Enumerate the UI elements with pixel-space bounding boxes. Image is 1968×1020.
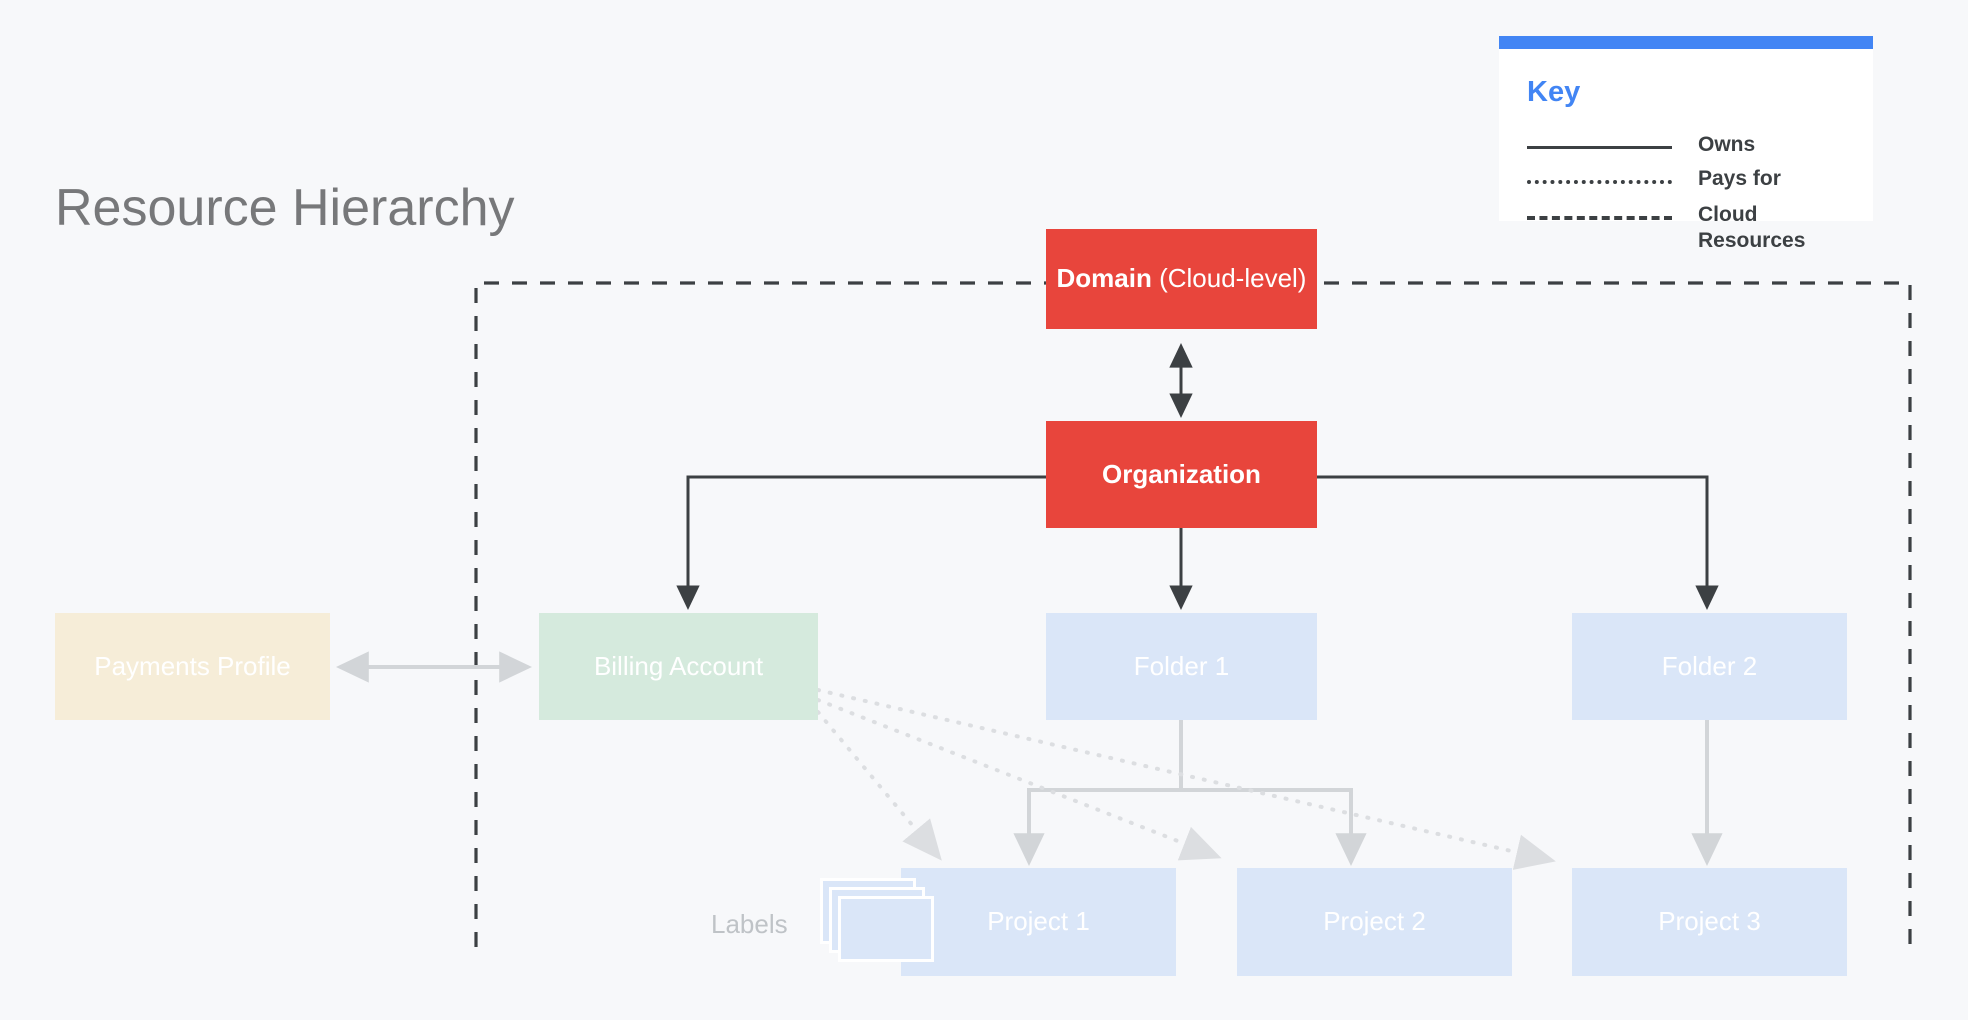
node-folder-1-label: Folder 1 bbox=[1133, 650, 1230, 681]
node-project-2[interactable]: Project 2 bbox=[1237, 868, 1512, 976]
node-domain-label-bold: Domain bbox=[1056, 263, 1152, 294]
legend-dashed-line-icon bbox=[1527, 216, 1672, 220]
node-billing-account-label: Billing Account bbox=[593, 650, 764, 681]
legend-row-owns: Owns bbox=[1527, 132, 1857, 166]
node-domain-label-rest: (Cloud-level) bbox=[1151, 263, 1307, 294]
legend-dotted-line-icon bbox=[1527, 180, 1672, 184]
legend-panel: Key Owns Pays for Cloud Resources bbox=[1499, 36, 1873, 252]
node-domain-label: Domain (Cloud-level) bbox=[1057, 263, 1307, 294]
edge-folder1-project2 bbox=[1181, 788, 1367, 867]
legend-label-owns: Owns bbox=[1698, 133, 1756, 156]
node-folder-2[interactable]: Folder 2 bbox=[1572, 613, 1847, 720]
node-folder-2-label: Folder 2 bbox=[1661, 650, 1758, 681]
edge-folder1-project1 bbox=[1013, 788, 1181, 867]
node-project-3[interactable]: Project 3 bbox=[1572, 868, 1847, 976]
node-project-3-label: Project 3 bbox=[1658, 906, 1761, 937]
node-folder-1[interactable]: Folder 1 bbox=[1046, 613, 1317, 720]
edge-organization-folder2 bbox=[1317, 475, 1719, 611]
page-title: Resource Hierarchy bbox=[55, 179, 515, 237]
edge-organization-billing-account bbox=[676, 475, 1046, 611]
node-organization-label: Organization bbox=[1102, 458, 1261, 489]
labels-card-front bbox=[838, 896, 934, 962]
node-payments-profile-label: Payments Profile bbox=[94, 650, 291, 681]
edge-billing-project1 bbox=[816, 710, 942, 861]
legend-accent-bar bbox=[1499, 36, 1873, 49]
node-payments-profile[interactable]: Payments Profile bbox=[55, 613, 330, 720]
node-project-2-label: Project 2 bbox=[1323, 906, 1426, 937]
labels-caption: Labels bbox=[711, 909, 788, 939]
legend-row-pays-for: Pays for bbox=[1527, 166, 1857, 200]
legend-row-cloud-resources: Cloud Resources bbox=[1527, 202, 1857, 252]
edge-billing-project2 bbox=[816, 698, 1222, 861]
node-domain[interactable]: Domain (Cloud-level) bbox=[1046, 229, 1317, 329]
labels-icon[interactable] bbox=[820, 878, 940, 968]
legend-heading: Key bbox=[1527, 76, 1581, 108]
node-project-1[interactable]: Project 1 bbox=[901, 868, 1176, 976]
node-billing-account[interactable]: Billing Account bbox=[539, 613, 818, 720]
legend-label-pays-for: Pays for bbox=[1698, 167, 1781, 190]
node-organization[interactable]: Organization bbox=[1046, 421, 1317, 528]
legend-solid-line-icon bbox=[1527, 146, 1672, 149]
node-project-1-label: Project 1 bbox=[987, 906, 1090, 937]
legend-label-cloud-resources: Cloud Resources bbox=[1698, 203, 1806, 252]
